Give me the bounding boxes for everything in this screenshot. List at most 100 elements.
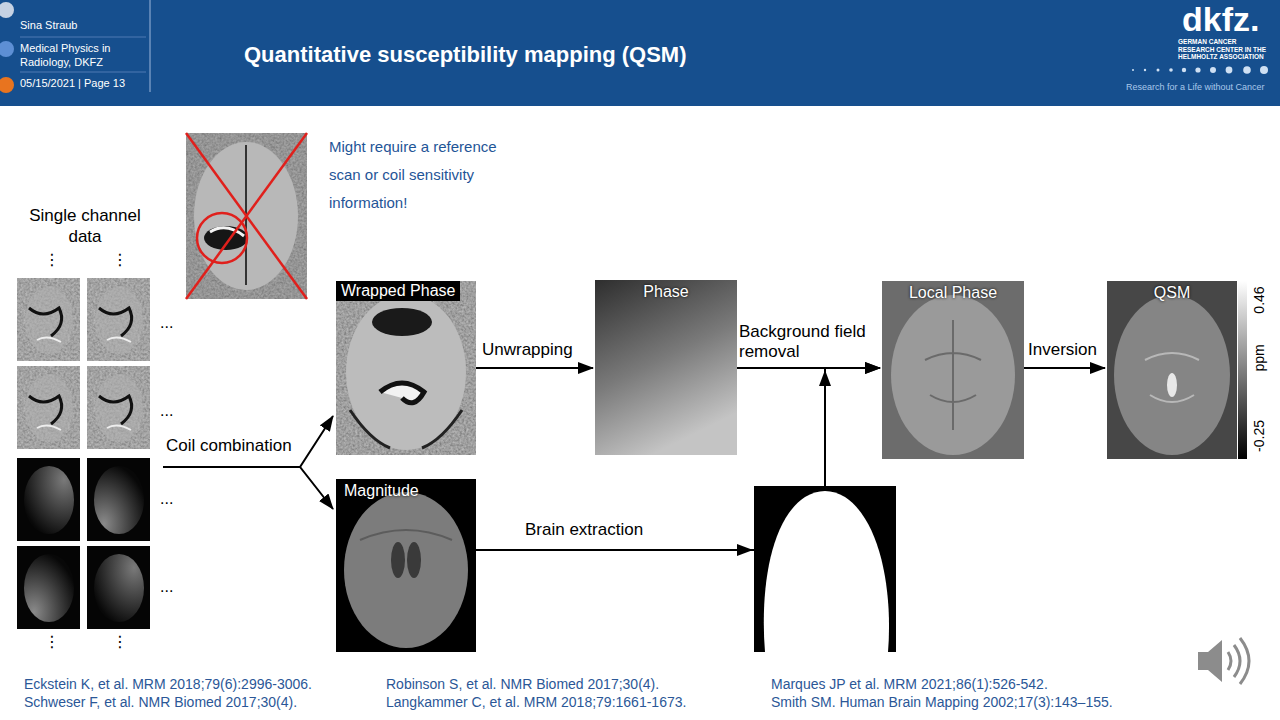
illustration-part xyxy=(20,72,146,73)
illustration-part xyxy=(1169,68,1173,72)
magnitude-image xyxy=(407,542,421,578)
brain-mask-image xyxy=(737,370,896,652)
rejected-phase-image xyxy=(186,133,307,299)
edge-label: Inversion xyxy=(1028,340,1097,360)
flow-arrow xyxy=(163,467,333,509)
wrapped-phase-image xyxy=(336,281,476,455)
image-panel: Local Phase xyxy=(882,281,1024,459)
vertical-ellipsis: ⋮ xyxy=(112,632,128,651)
illustration-part xyxy=(20,37,146,38)
unwrapped-phase-image xyxy=(595,280,737,455)
reference: Schweser F, et al. NMR Biomed 2017;30(4)… xyxy=(24,694,297,710)
local-phase-image xyxy=(925,320,981,430)
rejected-phase-image xyxy=(186,133,307,299)
image-group: Single channel data xyxy=(15,205,155,632)
illustration-part xyxy=(150,0,151,92)
flow-arrow xyxy=(163,416,333,467)
rejected-phase-image xyxy=(186,133,307,299)
illustration-part xyxy=(0,77,14,93)
magnitude-image xyxy=(344,492,468,648)
flow-arrow xyxy=(737,367,880,369)
vertical-ellipsis: ⋮ xyxy=(44,632,60,651)
brain-mask-image xyxy=(819,370,831,386)
slide-title: Quantitative susceptibility mapping (QSM… xyxy=(244,42,687,68)
reference: Marques JP et al. MRM 2021;86(1):526-542… xyxy=(771,676,1048,692)
qsm-image xyxy=(1145,353,1199,402)
magnitude-image xyxy=(360,530,452,540)
illustration-part xyxy=(1195,67,1200,72)
image-panel: Phase xyxy=(595,280,737,455)
rejected-phase-image xyxy=(194,142,298,290)
speaker-icon xyxy=(1234,645,1240,677)
single-channel-images xyxy=(87,366,150,449)
node-title: Wrapped Phase xyxy=(336,281,460,301)
rejected-phase-image xyxy=(245,145,247,285)
ellipsis: ... xyxy=(160,578,173,596)
magnitude-image xyxy=(336,479,476,652)
single-channel-images xyxy=(17,278,80,361)
unwrapped-phase-image xyxy=(595,280,737,455)
image-panel: QSM xyxy=(1107,281,1237,459)
wrapped-phase-image xyxy=(422,410,462,448)
wrapped-phase-image xyxy=(336,281,476,455)
illustration-part xyxy=(1260,66,1268,74)
qsm-image xyxy=(1107,281,1237,459)
illustration-part xyxy=(1132,69,1134,71)
flow-arrow xyxy=(1024,367,1105,369)
speaker-icon xyxy=(1228,652,1231,670)
wrapped-phase-image xyxy=(380,383,424,403)
rejected-phase-image xyxy=(186,133,307,299)
speaker-icon xyxy=(1198,638,1249,684)
department: Medical Physics in Radiology, DKFZ xyxy=(20,41,132,69)
illustration-part xyxy=(1182,68,1186,72)
illustration-part xyxy=(1210,67,1216,73)
qsm-image xyxy=(1167,373,1177,397)
qsm-image xyxy=(1107,281,1247,459)
single-channel-images xyxy=(17,366,80,449)
vertical-ellipsis: ⋮ xyxy=(44,250,60,269)
illustration-part xyxy=(1157,69,1160,72)
local-phase-image xyxy=(882,281,1024,459)
image-panel: Wrapped Phase xyxy=(336,281,476,455)
author-name: Sina Straub xyxy=(20,19,145,31)
rejected-phase-image xyxy=(210,228,244,236)
speaker-icon xyxy=(1198,640,1222,682)
ellipsis: ... xyxy=(160,402,173,420)
qsm-image xyxy=(1238,281,1247,459)
illustration-part xyxy=(0,41,14,57)
reference: Robinson S, et al. NMR Biomed 2017;30(4)… xyxy=(386,676,659,692)
wrapped-phase-image xyxy=(350,410,390,448)
illustration-part xyxy=(1132,66,1268,74)
single-channel-images xyxy=(87,546,150,629)
brain-mask-image xyxy=(754,486,896,652)
edge-label: Background field removal xyxy=(739,322,881,362)
qsm-image xyxy=(1114,295,1230,455)
local-phase-image xyxy=(891,295,1015,455)
rejected-phase-image xyxy=(186,133,307,299)
illustration-part xyxy=(0,2,14,18)
colorbar-max: 0.46 xyxy=(1251,286,1267,313)
slogan: Research for a Life without Cancer xyxy=(1126,82,1265,92)
wrapped-phase-image xyxy=(372,308,432,336)
edge-label: Brain extraction xyxy=(525,520,643,540)
speaker-icon xyxy=(1240,638,1249,684)
single-channel-images xyxy=(17,278,150,629)
flow-arrow xyxy=(476,368,880,550)
single-channel-images xyxy=(17,458,80,541)
magnitude-image xyxy=(391,542,405,578)
flow-arrow xyxy=(476,367,593,369)
rejected-phase-image xyxy=(197,213,247,263)
local-phase-image xyxy=(882,281,1024,459)
illustration-part xyxy=(1144,69,1146,71)
brain-mask-image xyxy=(737,544,753,556)
edge-label: Coil combination xyxy=(166,436,292,456)
single-channel-images xyxy=(17,546,80,629)
date-page: 05/15/2021 | Page 13 xyxy=(20,77,148,89)
rejected-phase-image xyxy=(204,226,248,250)
colorbar-min: -0.25 xyxy=(1251,420,1267,452)
node-title: QSM xyxy=(1107,281,1237,302)
logo-subtitle: GERMAN CANCER RESEARCH CENTER IN THE HEL… xyxy=(1178,38,1274,61)
